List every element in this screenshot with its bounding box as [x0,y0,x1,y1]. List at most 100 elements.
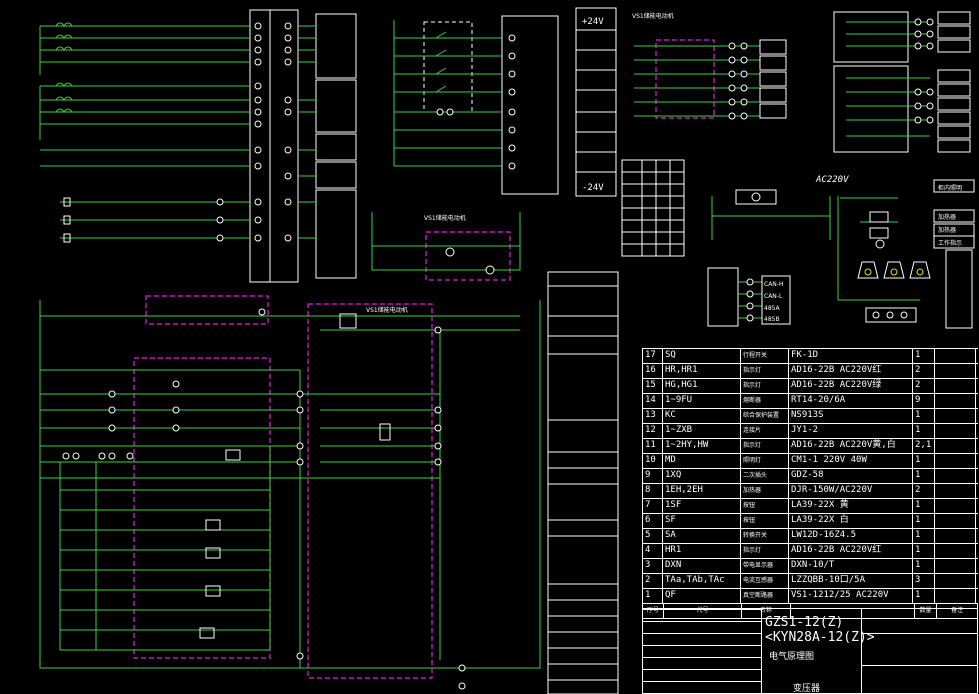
parts-cell-code: SQ [663,349,741,363]
parts-cell-name: 电流互感器 [741,574,789,588]
indicator-lamps [857,261,931,323]
parts-cell-note [935,544,976,558]
parts-cell-code: 1EH,2EH [663,484,741,498]
lamp-label-3: 加热器 [938,226,956,234]
parts-cell-name: 指示灯 [741,379,789,393]
ac220-label: AC220V [815,175,849,185]
parts-cell-name: 照明灯 [741,454,789,468]
parts-cell-qty: 1 [913,424,935,438]
parts-cell-spec: JY1-2 [789,424,913,438]
parts-cell-no: 7 [643,499,663,513]
main-terminals [62,308,466,690]
can-l-label: CAN-L [764,293,783,300]
parts-cell-spec: DJR-150W/AC220V [789,484,913,498]
parts-cell-qty: 1 [913,544,935,558]
parts-cell-qty: 2,1 [913,439,935,453]
parts-cell-note [935,424,976,438]
main-control-circuit: VS1储能电动机 [39,295,541,690]
parts-cell-qty: 2 [913,484,935,498]
parts-cell-qty: 1 [913,409,935,423]
parts-cell-spec: RT14-20/6A [789,394,913,408]
plus-24v-label: +24V [582,17,604,27]
parts-cell-note [935,364,976,378]
parts-cell-name: 加热器 [741,484,789,498]
parts-cell-name: 综合保护装置 [741,409,789,423]
parts-cell-no: 6 [643,514,663,528]
parts-cell-qty: 1 [913,514,935,528]
parts-cell-name: 按钮 [741,514,789,528]
parts-cell-qty: 2 [913,379,935,393]
parts-cell-name: 按钮 [741,499,789,513]
parts-cell-no: 13 [643,409,663,423]
parts-cell-code: 1SF [663,499,741,513]
parts-cell-code: MD [663,454,741,468]
parts-cell-note [935,379,976,393]
parts-cell-code: KC [663,409,741,423]
parts-cell-no: 4 [643,544,663,558]
parts-cell-qty: 1 [913,469,935,483]
parts-cell-name: 指示灯 [741,544,789,558]
parts-cell-spec: LZZQBB-10口/5A [789,574,913,588]
parts-cell-note [935,529,976,543]
parts-cell-name: 转换开关 [741,529,789,543]
parts-cell-name: 熔断器 [741,394,789,408]
header-qty: 数量 [915,604,938,618]
setting-table [621,159,685,257]
parts-cell-spec: CM1-1 220V 40W [789,454,913,468]
lamp-label-2: 加热器 [938,213,956,221]
parts-cell-note [935,409,976,423]
rs485b-label: 485B [764,316,780,323]
relay-blocks-right [833,11,971,153]
parts-cell-no: 9 [643,469,663,483]
parts-cell-name: 行程开关 [741,349,789,363]
parts-cell-no: 14 [643,394,663,408]
lamp-label-1: 柜内照明 [938,184,962,192]
parts-cell-note [935,559,976,573]
parts-cell-note [935,484,976,498]
parts-cell-code: 1~9FU [663,394,741,408]
drawing-name: 电气原理图 [769,652,815,662]
parts-cell-spec: GDZ-58 [789,469,913,483]
vs1-top-label: VS1储能电动机 [632,12,674,20]
parts-cell-qty: 1 [913,589,935,603]
parts-cell-no: 10 [643,454,663,468]
can-h-label: CAN-H [764,281,783,288]
parts-cell-qty: 1 [913,499,935,513]
parts-cell-no: 2 [643,574,663,588]
voltage-input-markers [63,197,224,243]
parts-cell-spec: AD16-22B AC220V红 [789,364,913,378]
vs1-motor-block-top: VS1储能电动机 [632,12,787,120]
parts-cell-spec: AD16-22B AC220V绿 [789,379,913,393]
parts-cell-no: 1 [643,589,663,603]
parts-cell-no: 3 [643,559,663,573]
parts-cell-name: 指示灯 [741,439,789,453]
parts-cell-no: 11 [643,439,663,453]
parts-cell-spec: VS1-1212/25 AC220V [789,589,913,603]
parts-cell-spec: LA39-22X 白 [789,514,913,528]
parts-cell-qty: 1 [913,559,935,573]
parts-cell-no: 8 [643,484,663,498]
model-line-2: <KYN28A-12(Z)> [765,630,875,645]
parts-cell-code: SF [663,514,741,528]
parts-cell-code: QF [663,589,741,603]
can-bus-block: CAN-H CAN-L 485A 485B [707,267,791,327]
parts-cell-name: 连接片 [741,424,789,438]
parts-cell-no: 16 [643,364,663,378]
parts-cell-spec: LW12D-16Z4.5 [789,529,913,543]
header-name: 名称 [742,604,791,618]
parts-cell-code: 1XQ [663,469,741,483]
parts-cell-note [935,574,976,588]
title-block: GZS1-12(Z) <KYN28A-12(Z)> 电气原理图 变压器 [642,608,978,694]
parts-cell-qty: 1 [913,349,935,363]
